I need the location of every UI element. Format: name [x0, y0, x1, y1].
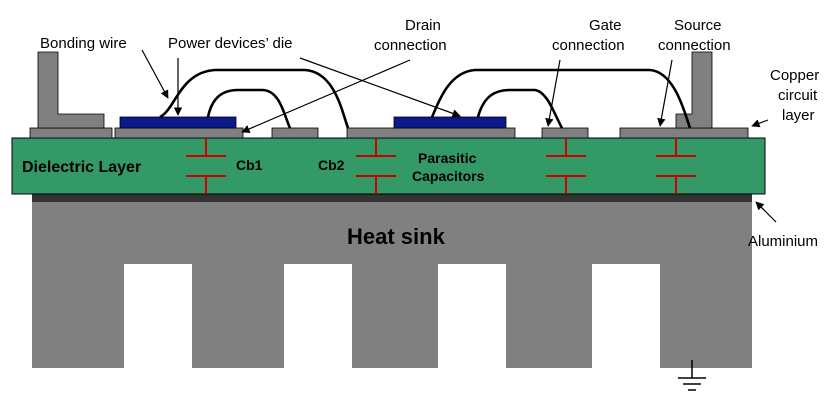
arrow-drain — [241, 59, 411, 133]
capacitor — [546, 138, 586, 194]
label-cb1: Cb1 — [236, 157, 263, 173]
copper-pad — [29, 127, 113, 139]
label-bonding-wire: Bonding wire — [40, 35, 127, 52]
label-aluminium: Aluminium — [748, 233, 818, 250]
copper-pads — [29, 127, 749, 139]
copper-pad — [271, 127, 319, 139]
label-copper-line1: Copper — [770, 67, 819, 84]
label-gate-line1: Gate — [589, 17, 622, 34]
label-source-line2: connection — [658, 37, 731, 54]
arrow-bonding-wire — [141, 49, 169, 99]
label-gate-line2: connection — [552, 37, 625, 54]
label-parasitic-line2: Capacitors — [412, 168, 485, 184]
capacitor — [656, 138, 696, 194]
bonding-wire — [476, 88, 564, 129]
bonding-wire — [430, 68, 692, 129]
capacitor — [186, 138, 226, 194]
right-terminal — [675, 51, 713, 129]
bonding-wire — [159, 68, 350, 129]
arrow-copper — [751, 119, 769, 128]
arrow-die-right — [299, 57, 461, 118]
power-device-die — [119, 116, 237, 129]
label-source-line1: Source — [674, 17, 722, 34]
label-heat-sink: Heat sink — [347, 224, 446, 249]
label-cb2: Cb2 — [318, 157, 345, 173]
arrow-gate — [545, 59, 561, 127]
label-copper-line2: circuit — [778, 87, 818, 104]
label-dielectric-layer: Dielectric Layer — [22, 159, 141, 176]
copper-pad — [541, 127, 589, 139]
arrow-aluminium — [755, 201, 777, 223]
power-device-die — [393, 116, 507, 129]
label-power-devices-die: Power devices’ die — [168, 35, 293, 52]
label-copper-line3: layer — [782, 107, 815, 124]
left-terminal — [37, 51, 105, 129]
capacitor — [356, 138, 396, 194]
ground-symbol — [678, 360, 706, 391]
label-drain-line1: Drain — [405, 17, 441, 34]
label-parasitic-line1: Parasitic — [418, 150, 477, 166]
heat-sink — [32, 202, 752, 368]
copper-pad — [114, 127, 244, 139]
annotation-arrows — [141, 49, 777, 223]
arrow-source — [657, 59, 673, 127]
dielectric-layer — [11, 137, 766, 195]
copper-pad — [346, 127, 516, 139]
copper-pad — [619, 127, 749, 139]
label-drain-line2: connection — [374, 37, 447, 54]
parasitic-capacitors — [186, 138, 696, 194]
aluminium-layer — [32, 194, 752, 202]
